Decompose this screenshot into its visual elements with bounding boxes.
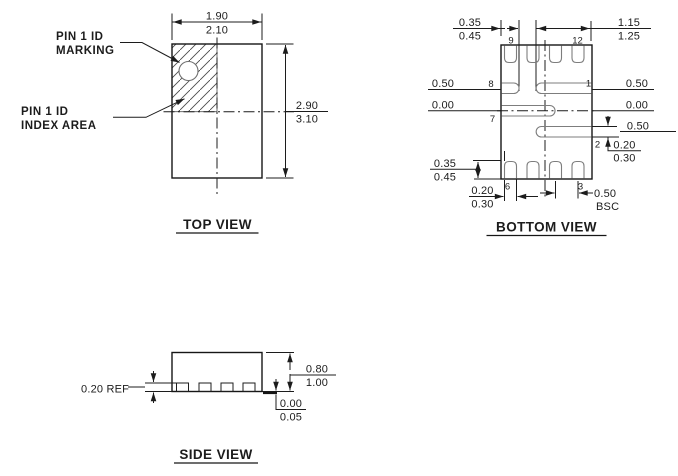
dim-side-pad-len-upper: 0.35	[459, 17, 481, 29]
height-extension-lines	[266, 43, 294, 179]
standoff-bracket	[275, 394, 306, 410]
pad-pin3	[571, 160, 585, 179]
dim-row-center-left: 0.00	[432, 100, 454, 112]
pin-label-2: 2	[595, 140, 600, 151]
dim-side-height-lower: 1.00	[306, 377, 328, 389]
pitch-ext-lines	[555, 181, 579, 199]
pad2-width-bracket	[607, 137, 641, 152]
pad-pin5	[526, 160, 540, 179]
pin-label-7: 7	[490, 114, 495, 125]
side-view-lead-thickness-dimension: 0.20 REF	[81, 371, 177, 403]
pad-pin1	[535, 82, 592, 95]
dim-bottom-pad-width-lower: 0.30	[471, 199, 493, 211]
pin1-marking-label-line2: MARKING	[56, 45, 114, 57]
pad-pin6	[503, 160, 518, 179]
top-view-width-dimension: 1.90 2.10	[171, 11, 263, 40]
dim-pad2-width-lower: 0.30	[613, 153, 635, 165]
width-extension-lines	[171, 13, 263, 40]
height-ext-lines	[262, 352, 294, 392]
pad-pin11	[548, 45, 563, 64]
lead-thickness-ext-lines	[128, 382, 177, 392]
pin1-index-label-line2: INDEX AREA	[21, 120, 97, 132]
dim-height-lower: 3.10	[296, 114, 318, 126]
dim-side-height-upper: 0.80	[306, 364, 328, 376]
bottom-view-bottom-pad-length-dimension: 0.35 0.45	[430, 158, 501, 184]
pin1-index-leader	[113, 98, 185, 118]
pin1-marking-label-line1: PIN 1 ID	[56, 31, 103, 43]
dim-width-lower: 2.10	[206, 25, 228, 37]
bottom-view-long-pad-length-dimension: 1.15 1.25	[536, 17, 651, 43]
dim-bottom-pad-len-lower: 0.45	[434, 172, 456, 184]
side-view-terminal-1	[176, 382, 189, 392]
pin1-marking-leader	[120, 42, 180, 63]
dim-row-lower-right: 0.50	[627, 121, 649, 133]
side-view-package-body	[171, 351, 263, 393]
side-view-terminal-2	[198, 382, 212, 392]
bottom-view-left-row-dimensions: 0.50 0.00	[428, 78, 501, 112]
pin1-marking-callout: PIN 1 ID MARKING	[56, 31, 180, 63]
pad-pin7	[501, 104, 556, 117]
dim-side-pad-len-lower: 0.45	[459, 31, 481, 43]
pin-label-3: 3	[578, 182, 583, 193]
side-view: 0.20 REF 0.80 1.00 0.00 0.05 SIDE VIEW	[81, 351, 336, 464]
bottom-view-title: BOTTOM VIEW	[496, 220, 597, 235]
pad-pin2	[535, 125, 592, 138]
top-view-height-dimension: 2.90 3.10	[266, 43, 328, 179]
bottom-view-side-pad-length-dimension: 0.35 0.45	[453, 17, 519, 43]
bottom-view-package-body	[500, 44, 593, 180]
dim-height-upper: 2.90	[296, 100, 318, 112]
dim-row-center-right: 0.00	[626, 100, 648, 112]
pad-pin12	[571, 45, 585, 64]
dim-long-pad-len-upper: 1.15	[618, 17, 640, 29]
pad-pin4	[548, 160, 563, 179]
dim-standoff-upper: 0.00	[280, 398, 302, 410]
pad-pin8	[501, 82, 520, 95]
dim-row-upper-left: 0.50	[432, 78, 454, 90]
bottom-view-pitch-dimension: 0.50 BSC	[540, 181, 619, 213]
bottom-view-pad2-width-dimension: 0.20 0.30	[592, 116, 641, 165]
dim-pitch-qualifier: BSC	[596, 201, 619, 213]
pin-label-1: 1	[586, 79, 591, 90]
pin1-id-marking-circle	[178, 60, 199, 82]
bottom-view: 0.35 0.45 1.15 1.25 0.50 0.00 0.50 0.00 …	[428, 17, 676, 237]
pad-pin10	[526, 45, 540, 64]
dim-standoff-lower: 0.05	[280, 412, 302, 424]
dim-lead-thickness: 0.20 REF	[81, 384, 129, 396]
dim-long-pad-len-lower: 1.25	[618, 31, 640, 43]
dim-bottom-pad-width-upper: 0.20	[471, 185, 493, 197]
dim-row-upper-right: 0.50	[626, 78, 648, 90]
pin1-index-callout: PIN 1 ID INDEX AREA	[21, 98, 185, 132]
pad-pin9	[503, 45, 518, 64]
top-view: 1.90 2.10 2.90 3.10 PIN 1 ID MARKING PIN…	[21, 11, 328, 234]
pin1-index-label-line1: PIN 1 ID	[21, 106, 68, 118]
dim-bottom-pad-len-upper: 0.35	[434, 158, 456, 170]
side-view-terminal-4	[242, 382, 256, 392]
dim-pad2-width-upper: 0.20	[613, 140, 635, 152]
dim-width-upper: 1.90	[206, 11, 228, 23]
side-view-height-dimension: 0.80 1.00	[262, 352, 336, 392]
side-view-terminal-3	[220, 382, 234, 392]
bottom-pad-len-ext-lines	[473, 160, 501, 180]
pin-label-6: 6	[505, 182, 510, 193]
bottom-pad-width-ext-lines	[504, 179, 517, 201]
pin-label-12: 12	[572, 36, 583, 47]
pin-label-9: 9	[508, 36, 513, 47]
dim-pitch-value: 0.50	[594, 188, 616, 200]
pad2-width-ext-lines	[592, 126, 619, 138]
pin-label-8: 8	[488, 79, 493, 90]
top-view-title: TOP VIEW	[183, 217, 252, 232]
bottom-view-bottom-pad-width-dimension: 0.20 0.30	[469, 179, 538, 211]
side-view-standoff-dimension: 0.00 0.05	[263, 379, 306, 424]
bottom-view-right-row-dimensions: 0.50 0.00 0.50	[592, 78, 676, 133]
side-view-title: SIDE VIEW	[179, 447, 252, 462]
